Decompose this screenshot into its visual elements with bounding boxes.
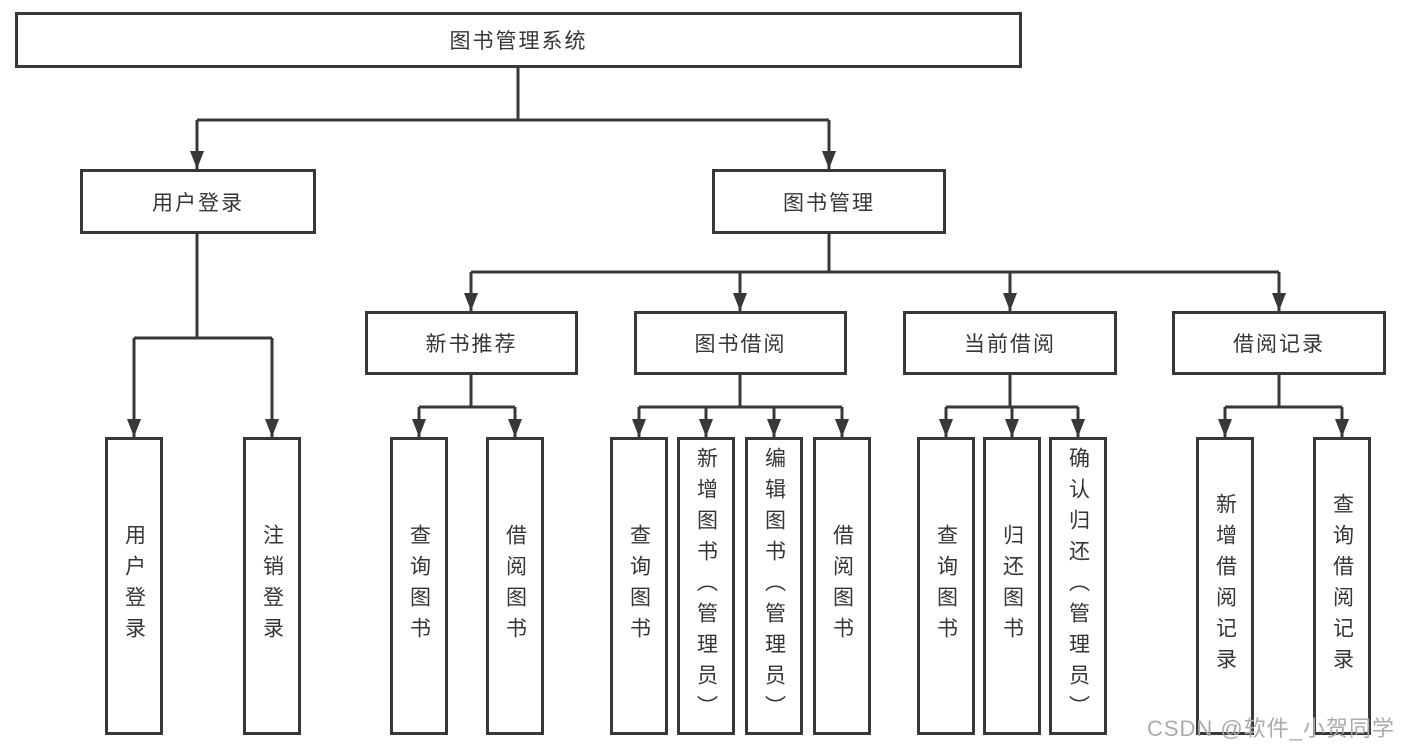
- node-label: 图书借阅: [694, 333, 787, 356]
- leaf-borrow-books-2: 借阅图书: [813, 437, 871, 735]
- node-book-management-system: 图书管理系统: [15, 12, 1022, 68]
- leaf-query-borrow-record: 查询借阅记录: [1313, 437, 1371, 735]
- node-new-book-recommend: 新书推荐: [365, 311, 578, 375]
- leaf-label: 归还图书: [1000, 524, 1024, 648]
- leaf-label: 查询图书: [934, 524, 958, 648]
- leaf-borrow-books-1: 借阅图书: [486, 437, 544, 735]
- leaf-label: 确认归还（管理员）: [1066, 446, 1090, 726]
- node-label: 借阅记录: [1233, 333, 1325, 356]
- leaf-label: 查询图书: [627, 524, 651, 648]
- leaf-query-books-3: 查询图书: [917, 437, 975, 735]
- leaf-query-books-2: 查询图书: [610, 437, 668, 735]
- leaf-label: 查询借阅记录: [1330, 493, 1354, 679]
- leaf-edit-books-admin: 编辑图书（管理员）: [745, 437, 803, 735]
- connector-bus: [134, 68, 1342, 409]
- leaf-label: 新增图书（管理员）: [694, 446, 718, 726]
- node-label: 当前借阅: [964, 333, 1056, 356]
- node-label: 新书推荐: [425, 333, 518, 356]
- node-label: 用户登录: [152, 191, 244, 215]
- leaf-label: 借阅图书: [503, 524, 527, 648]
- leaf-add-books-admin: 新增图书（管理员）: [677, 437, 735, 735]
- leaf-label: 注销登录: [260, 524, 284, 648]
- node-label: 图书管理系统: [449, 30, 588, 53]
- leaf-return-books: 归还图书: [983, 437, 1041, 735]
- leaf-add-borrow-record: 新增借阅记录: [1196, 437, 1254, 735]
- leaf-label: 用户登录: [122, 524, 146, 648]
- leaf-query-books-1: 查询图书: [390, 437, 448, 735]
- node-label: 图书管理: [783, 191, 875, 215]
- node-user-login: 用户登录: [80, 169, 316, 234]
- leaf-label: 编辑图书（管理员）: [762, 446, 786, 726]
- node-book-borrowing: 图书借阅: [634, 311, 847, 375]
- leaf-label: 新增借阅记录: [1213, 493, 1237, 679]
- leaf-user-login: 用户登录: [105, 437, 163, 735]
- node-current-borrowing: 当前借阅: [903, 311, 1117, 375]
- csdn-watermark: CSDN @软件_小贺同学: [1146, 716, 1395, 741]
- leaf-label: 借阅图书: [830, 524, 854, 648]
- leaf-logout: 注销登录: [243, 437, 301, 735]
- node-borrowing-records: 借阅记录: [1172, 311, 1386, 375]
- leaf-label: 查询图书: [407, 524, 431, 648]
- leaf-confirm-return-admin: 确认归还（管理员）: [1049, 437, 1107, 735]
- node-book-management: 图书管理: [712, 169, 946, 234]
